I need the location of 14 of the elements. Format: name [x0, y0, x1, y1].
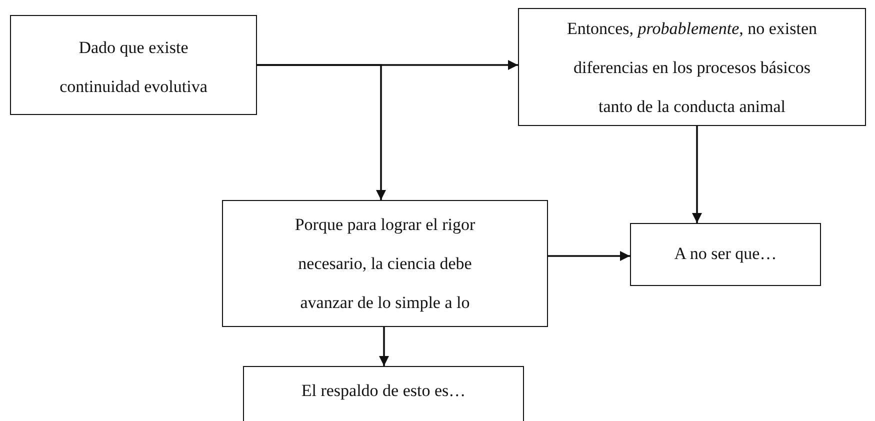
arrow [257, 64, 386, 200]
text-box [518, 8, 866, 126]
box-text: Entonces, probablemente, no existen diferencias en los procesos básicos tanto de la conducta animal [566, 18, 818, 118]
text-box [222, 200, 548, 327]
box-text: A no ser que… [673, 243, 778, 265]
arrow [379, 327, 389, 366]
text-box [10, 15, 257, 115]
box-text: Dado que existe continuidad evolutiva [58, 37, 208, 98]
box-text: Porque para lograr el rigor necesario, la ciencia debe avanzar de lo simple a lo [294, 214, 476, 314]
arrow [548, 251, 630, 261]
text-box [243, 366, 524, 421]
text-box [630, 223, 821, 286]
box-text: El respaldo de esto es… [300, 380, 467, 402]
arrow [692, 126, 702, 223]
